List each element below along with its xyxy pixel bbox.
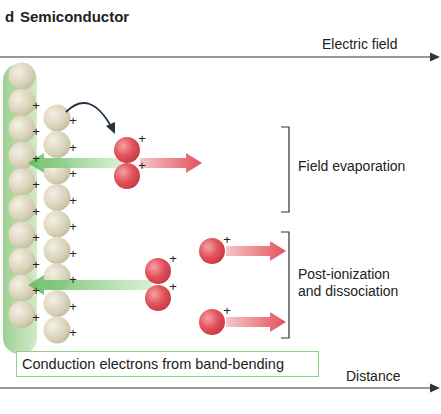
panel-letter: d	[5, 8, 14, 25]
bracket	[281, 232, 289, 338]
electron-arrow	[28, 275, 152, 295]
charge-sign: +	[32, 178, 40, 191]
atom	[9, 222, 36, 249]
charge-sign: +	[138, 159, 146, 172]
atom	[44, 237, 71, 264]
axis-label: Distance	[346, 368, 400, 385]
charge-sign: +	[69, 140, 77, 153]
ion	[145, 285, 171, 311]
charge-sign: +	[32, 125, 40, 138]
axis-label: Electric field	[322, 36, 397, 53]
charge-sign: +	[69, 273, 77, 286]
bracket	[281, 127, 289, 212]
atom	[9, 195, 36, 222]
atom	[9, 89, 36, 116]
axis-head	[430, 384, 440, 393]
charge-sign: +	[223, 304, 231, 317]
charge-sign: +	[138, 132, 146, 145]
charge-sign: +	[32, 257, 40, 270]
atom	[44, 184, 71, 211]
charge-sign: +	[69, 299, 77, 312]
ion-arrow	[140, 153, 202, 173]
charge-sign: +	[169, 280, 177, 293]
atom	[44, 211, 71, 238]
charge-sign: +	[32, 98, 40, 111]
charge-sign: +	[69, 326, 77, 339]
charge-sign: +	[32, 231, 40, 244]
field-axis	[0, 56, 432, 57]
axis-head	[430, 53, 440, 62]
charge-sign: +	[69, 220, 77, 233]
box-text: Conduction electrons from band-bending	[22, 356, 284, 373]
atom	[44, 317, 71, 344]
charge-sign: +	[223, 233, 231, 246]
charge-sign: +	[69, 193, 77, 206]
surface-atoms	[9, 63, 36, 329]
atom	[44, 105, 71, 132]
atom	[44, 290, 71, 317]
charge-sign: +	[32, 284, 40, 297]
ion-arrow	[226, 241, 286, 261]
ion	[114, 137, 140, 163]
atom	[9, 248, 36, 275]
surface-atoms	[44, 105, 71, 344]
distance-axis	[0, 387, 432, 388]
ion	[199, 238, 225, 264]
ion	[145, 258, 171, 284]
charge-sign: +	[69, 167, 77, 180]
atom	[44, 131, 71, 158]
atom	[9, 275, 36, 302]
label-box: Conduction electrons from band-bending	[16, 351, 319, 377]
atom	[9, 301, 36, 328]
process-label: Post-ionization and dissociation	[298, 266, 416, 300]
panel-title: Semiconductor	[20, 8, 129, 25]
ion	[114, 163, 140, 189]
evaporation-arrow	[66, 103, 112, 128]
ion-arrow	[226, 312, 286, 332]
charge-sign: +	[169, 252, 177, 265]
charge-sign: +	[32, 151, 40, 164]
atom	[9, 63, 36, 90]
atom	[9, 169, 36, 196]
electron-band	[3, 64, 37, 354]
charge-sign: +	[69, 246, 77, 259]
charge-sign: +	[32, 204, 40, 217]
ion	[199, 309, 225, 335]
charge-sign: +	[32, 310, 40, 323]
atom	[9, 116, 36, 143]
charge-sign: +	[69, 114, 77, 127]
process-label: Field evaporation	[298, 158, 405, 175]
arrow-head	[106, 122, 115, 134]
